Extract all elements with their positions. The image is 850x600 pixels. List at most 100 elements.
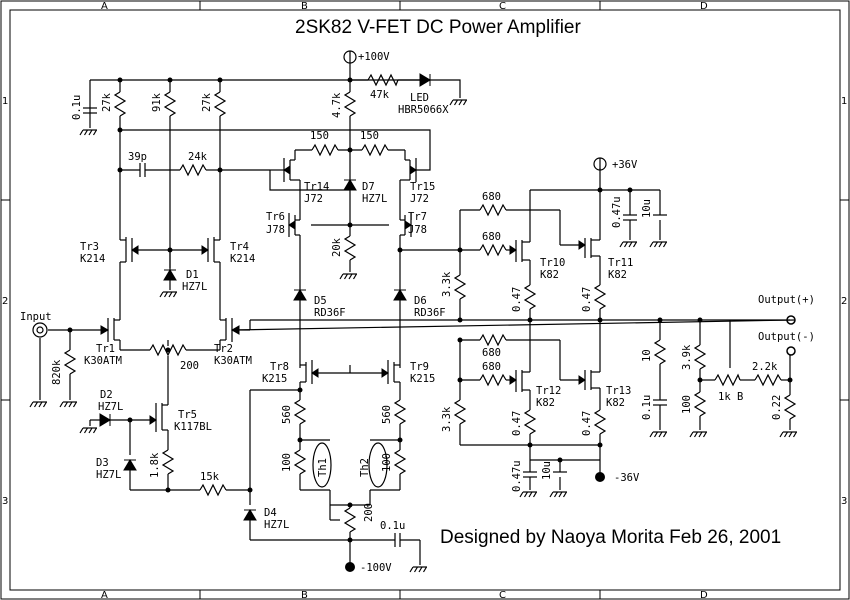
output-minus-terminal bbox=[786, 346, 796, 356]
frame-col-d-bottom: D bbox=[700, 590, 708, 600]
label-tr5: Tr5 bbox=[178, 409, 197, 421]
label-vplus36: +36V bbox=[612, 159, 638, 171]
label-th2: Th2 bbox=[359, 458, 371, 477]
label-tr12: Tr12 bbox=[536, 385, 561, 397]
label-d4-part: HZ7L bbox=[264, 519, 289, 531]
label-tr4: Tr4 bbox=[230, 241, 249, 253]
vminus100-terminal bbox=[345, 562, 355, 572]
label-d1-part: HZ7L bbox=[182, 281, 207, 293]
label-r680-2: 680 bbox=[482, 231, 501, 243]
label-r47k: 47k bbox=[370, 89, 390, 101]
label-tr7-part: J78 bbox=[408, 224, 427, 236]
label-tr3: Tr3 bbox=[80, 241, 99, 253]
frame-col-c-bottom: C bbox=[499, 590, 506, 600]
label-c047u-a: 0.47u bbox=[611, 196, 623, 228]
label-r3-9k: 3.9k bbox=[681, 344, 693, 370]
d6-symbol bbox=[393, 289, 407, 301]
label-r047-1: 0.47 bbox=[511, 287, 523, 312]
frame-row-3-left: 3 bbox=[2, 496, 8, 507]
label-tr1: Tr1 bbox=[96, 343, 115, 355]
power-symbols bbox=[32, 50, 796, 572]
label-tr3-part: K214 bbox=[80, 253, 105, 265]
label-r680-3: 680 bbox=[482, 347, 501, 359]
label-d4: D4 bbox=[264, 507, 277, 519]
d3-symbol bbox=[123, 459, 137, 471]
input-jack bbox=[32, 322, 48, 338]
label-r1k-b: 1k B bbox=[718, 391, 743, 403]
label-d2-part: HZ7L bbox=[98, 401, 123, 413]
label-r150-b: 150 bbox=[360, 130, 379, 142]
label-r3-3k-b: 3.3k bbox=[441, 406, 453, 432]
label-tr6-part: J78 bbox=[266, 224, 285, 236]
label-r560-b: 560 bbox=[381, 405, 393, 424]
label-r15k: 15k bbox=[200, 471, 220, 483]
label-r10: 10 bbox=[641, 349, 653, 362]
label-r200-a: 200 bbox=[180, 360, 199, 372]
label-d7: D7 bbox=[362, 181, 375, 193]
thermistor-th2 bbox=[368, 442, 388, 488]
label-tr9: Tr9 bbox=[410, 361, 429, 373]
label-r27k-a: 27k bbox=[101, 92, 113, 112]
label-output-minus: Output(-) bbox=[758, 331, 815, 343]
label-tr2: Tr2 bbox=[214, 343, 233, 355]
label-d3-part: HZ7L bbox=[96, 469, 121, 481]
label-d1: D1 bbox=[186, 269, 199, 281]
label-tr1-part: K30ATM bbox=[84, 355, 122, 367]
label-r1-8k: 1.8k bbox=[149, 452, 161, 478]
label-tr12-part: K82 bbox=[536, 397, 555, 409]
label-tr14: Tr14 bbox=[304, 181, 329, 193]
diode-symbols bbox=[99, 73, 586, 521]
label-r100-a: 100 bbox=[281, 453, 293, 472]
label-r20k: 20k bbox=[331, 237, 343, 257]
thermistor-th1 bbox=[312, 442, 332, 488]
designer-credit: Designed by Naoya Morita Feb 26, 2001 bbox=[440, 527, 781, 548]
label-tr10-part: K82 bbox=[540, 269, 559, 281]
led-symbol bbox=[419, 73, 431, 87]
label-vminus100: -100V bbox=[360, 562, 392, 574]
label-output-plus: Output(+) bbox=[758, 294, 815, 306]
label-tr4-part: K214 bbox=[230, 253, 255, 265]
label-r820k: 820k bbox=[51, 359, 63, 385]
label-d2: D2 bbox=[100, 389, 113, 401]
label-r047-2: 0.47 bbox=[581, 287, 593, 312]
label-r24k: 24k bbox=[188, 151, 208, 163]
label-r27k-b: 27k bbox=[201, 92, 213, 112]
frame-col-b-bottom: B bbox=[301, 590, 308, 600]
frame-col-a-top: A bbox=[101, 1, 108, 12]
frame-row-2-left: 2 bbox=[2, 296, 8, 307]
label-r91k: 91k bbox=[151, 92, 163, 112]
d4-symbol bbox=[243, 509, 257, 521]
label-d6-part: RD36F bbox=[414, 307, 446, 319]
label-tr15-part: J72 bbox=[410, 193, 429, 205]
label-tr11-part: K82 bbox=[608, 269, 627, 281]
label-tr2-part: K30ATM bbox=[214, 355, 252, 367]
label-r4-7k: 4.7k bbox=[331, 92, 343, 118]
label-tr14-part: J72 bbox=[304, 193, 323, 205]
label-c01u-top: 0.1u bbox=[71, 95, 83, 120]
label-tr6: Tr6 bbox=[266, 211, 285, 223]
label-d5: D5 bbox=[314, 295, 327, 307]
label-d3: D3 bbox=[96, 457, 109, 469]
labels: +100V +36V -36V -100V Input Output(+) Ou… bbox=[20, 51, 815, 574]
frame-row-3-right: 3 bbox=[841, 496, 847, 507]
label-vplus100: +100V bbox=[358, 51, 390, 63]
label-th1: Th1 bbox=[317, 458, 329, 477]
label-d5-part: RD36F bbox=[314, 307, 346, 319]
label-c01u-c: 0.1u bbox=[641, 395, 653, 420]
capacitor-plates bbox=[83, 92, 97, 114]
label-c047u-b: 0.47u bbox=[511, 460, 523, 492]
label-c39p: 39p bbox=[128, 151, 147, 163]
label-r560-a: 560 bbox=[281, 405, 293, 424]
label-d6: D6 bbox=[414, 295, 427, 307]
label-r3-3k-a: 3.3k bbox=[441, 271, 453, 297]
frame-row-1-right: 1 bbox=[841, 96, 847, 107]
label-r022: 0.22 bbox=[771, 395, 783, 420]
frame-col-b-top: B bbox=[301, 1, 308, 12]
label-tr15: Tr15 bbox=[410, 181, 435, 193]
label-r2-2k: 2.2k bbox=[752, 361, 778, 373]
label-vminus36: -36V bbox=[614, 472, 640, 484]
label-input: Input bbox=[20, 311, 52, 323]
